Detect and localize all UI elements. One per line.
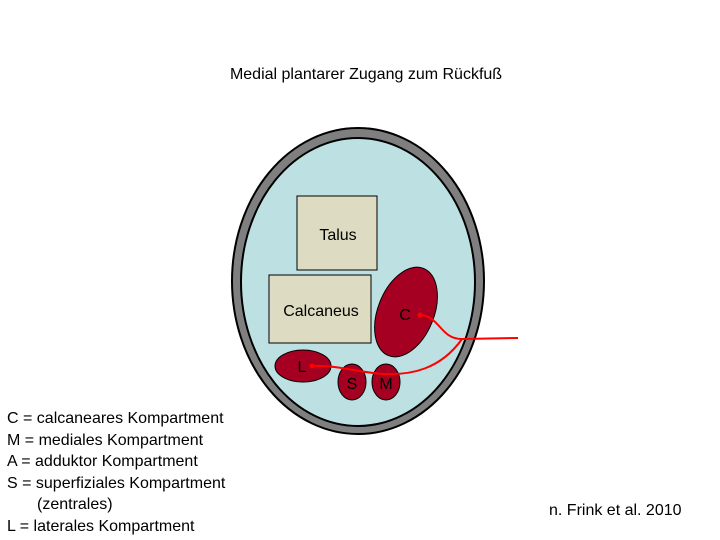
diagram-title: Medial plantarer Zugang zum Rückfuß [229, 66, 503, 83]
legend-item: A = adduktor Kompartment [7, 453, 198, 471]
approach-tip-l [309, 363, 315, 369]
approach-line-to-l [311, 338, 463, 376]
compartment-s [337, 363, 367, 401]
compartment-c-label: C [399, 307, 411, 324]
calcaneus-label: Calcaneus [283, 303, 359, 320]
legend-item: C = calcaneares Kompartment [7, 410, 224, 427]
legend-item-note: (zentrales) [37, 496, 113, 514]
compartment-m-label: M [379, 376, 392, 393]
legend: C = calcaneares Kompartment M = mediales… [7, 408, 225, 538]
legend-item: L = laterales Kompartment [7, 517, 195, 535]
compartment-c [374, 266, 438, 358]
compartment-l-label: L [298, 359, 307, 376]
legend-item: M = mediales Kompartment [7, 431, 204, 449]
calcaneus-bone [268, 274, 372, 344]
talus-label: Talus [319, 227, 356, 244]
talus-bone [296, 195, 378, 271]
compartment-s-label: S [347, 376, 358, 393]
approach-tip-c [417, 312, 423, 318]
citation: n. Frink et al. 2010 [549, 502, 682, 519]
legend-item: S = superfiziales Kompartment [7, 474, 226, 492]
